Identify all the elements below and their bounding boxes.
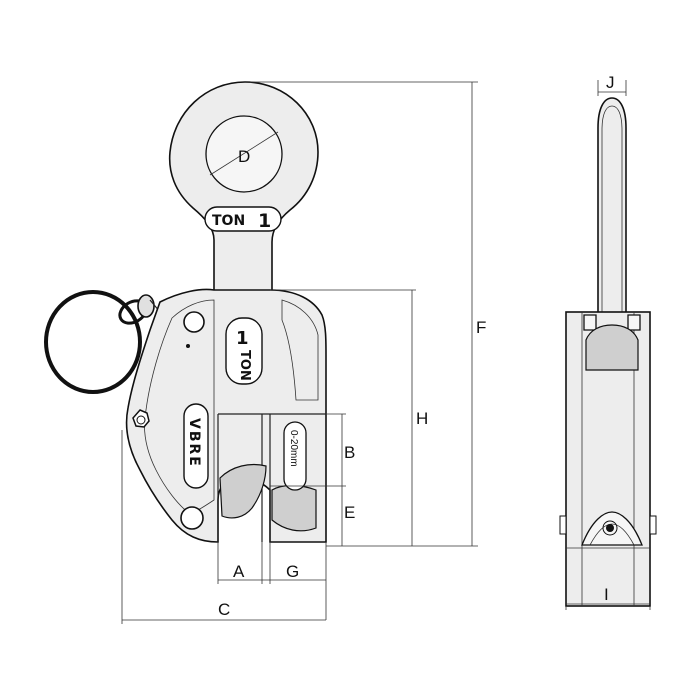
front-dimensions: F H B E A G C [121, 81, 486, 624]
label-c: C [218, 600, 230, 619]
pivot-pin-top [183, 311, 205, 333]
front-view: D TON 1 [44, 81, 327, 543]
label-j: J [606, 73, 615, 92]
label-b: B [344, 443, 355, 462]
pivot-pin-bottom [180, 506, 204, 530]
eye-badge [204, 206, 282, 232]
jaw-range-text: 0-20mm [288, 430, 299, 467]
label-e: E [344, 503, 355, 522]
label-a: A [233, 562, 245, 581]
eye-badge-text: TON [212, 213, 245, 229]
lock-bolt [132, 409, 150, 428]
handle-ring [44, 290, 166, 394]
eye-hole [205, 115, 283, 193]
brand-text: VBRE [186, 418, 202, 468]
cam-tooth [219, 463, 267, 519]
jaw-pad [271, 484, 317, 532]
label-h: H [416, 409, 428, 428]
lifting-eye: D TON 1 [168, 81, 319, 293]
body-badge-text: TON [237, 350, 252, 381]
jaw-range-badge [283, 421, 307, 491]
eye-badge-number: 1 [258, 210, 271, 232]
label-g: G [286, 562, 299, 581]
swivel-head [585, 324, 639, 371]
body-badge [225, 317, 263, 385]
label-i: I [604, 585, 609, 604]
diameter-line [209, 131, 279, 176]
label-f: F [476, 318, 486, 337]
body-badge-number: 1 [236, 328, 249, 349]
brand-badge [183, 403, 209, 489]
side-eye [597, 97, 627, 341]
side-view: J I [559, 73, 657, 610]
label-d: D [238, 147, 250, 166]
